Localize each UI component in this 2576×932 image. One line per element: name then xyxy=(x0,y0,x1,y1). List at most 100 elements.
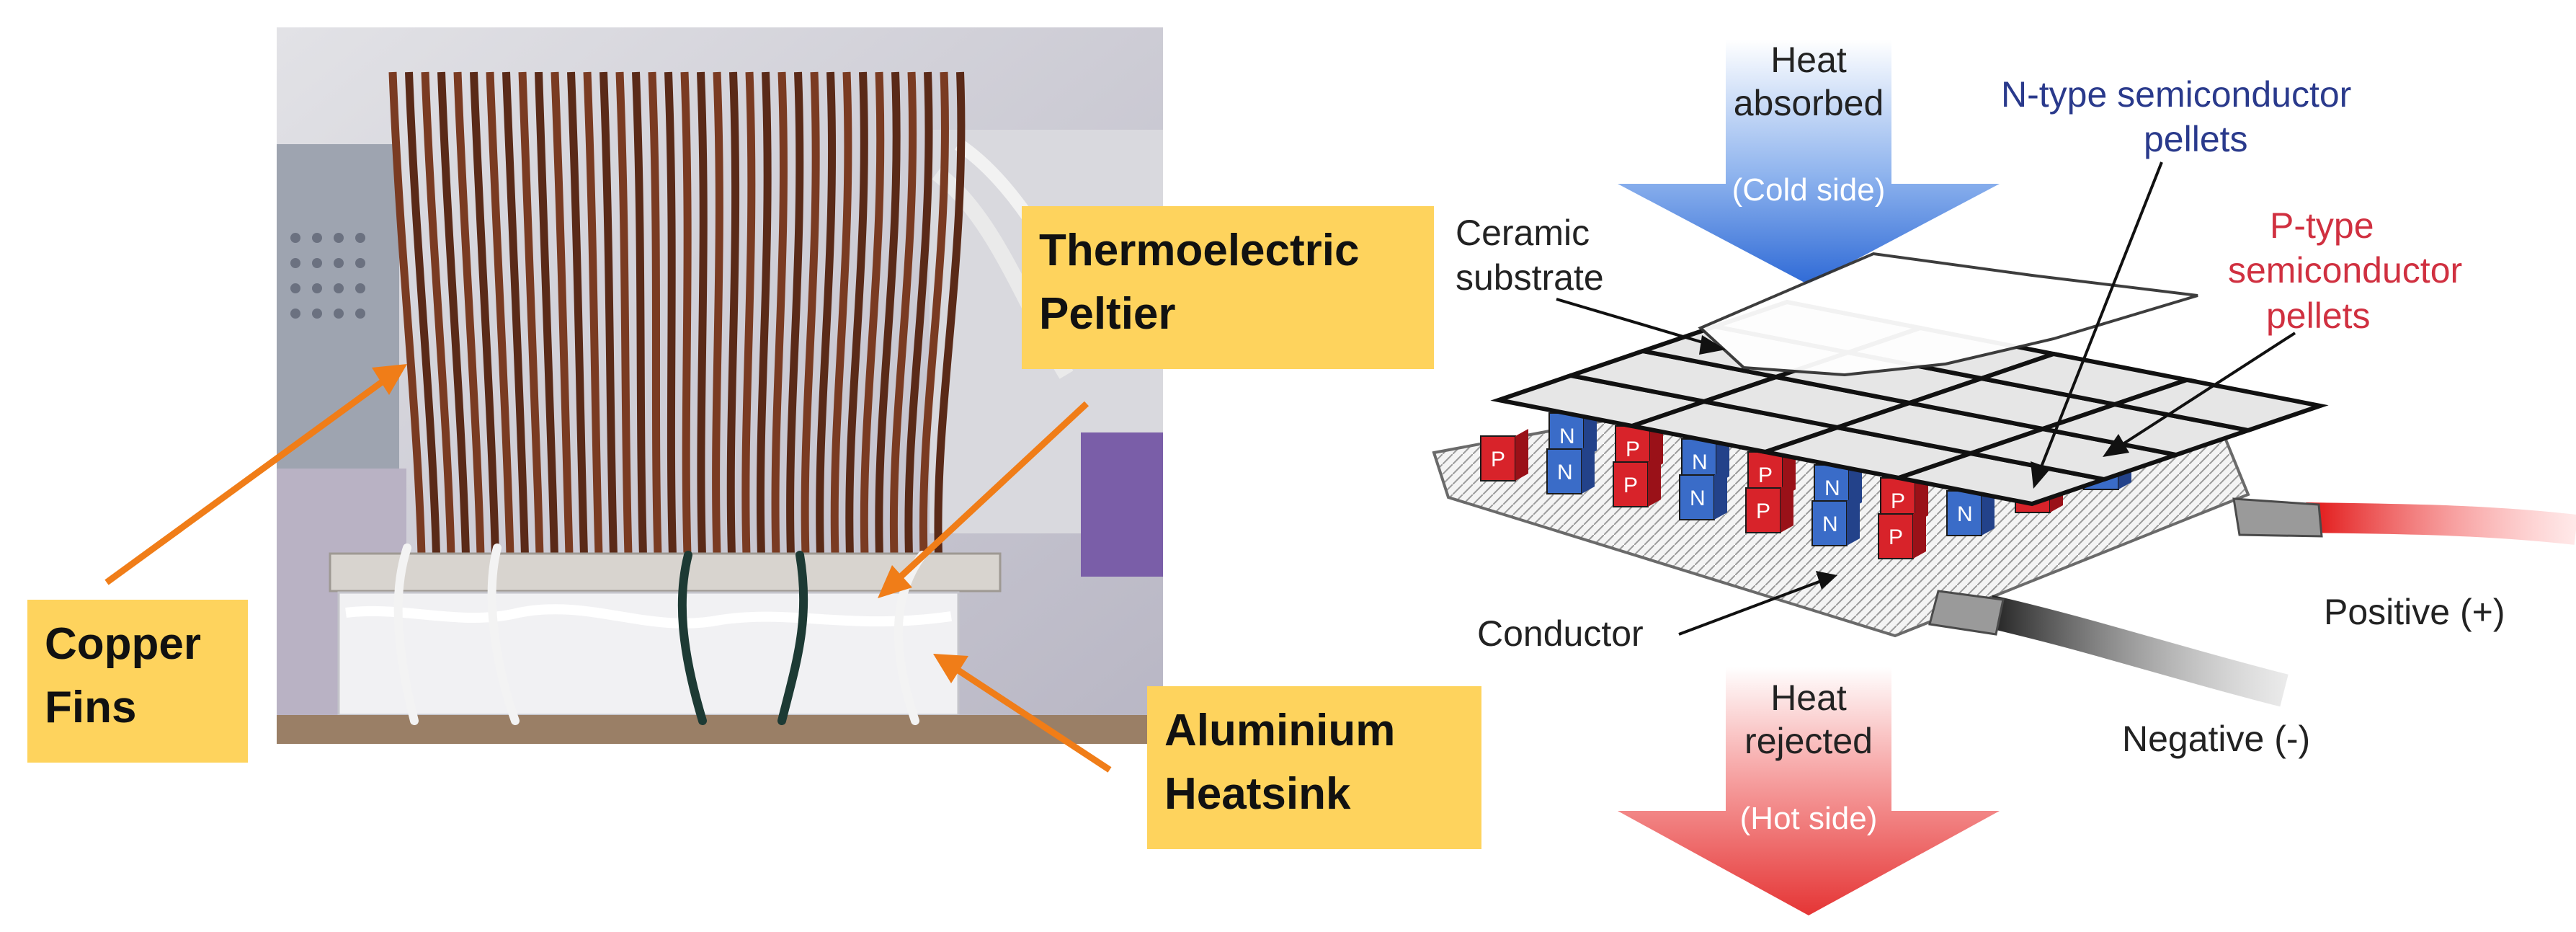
copper-fin xyxy=(741,71,756,556)
pellet-side xyxy=(1714,468,1727,520)
p-type-label: pellets xyxy=(2266,296,2371,336)
copper-fin xyxy=(904,71,933,556)
copper-fin xyxy=(486,71,514,556)
photo-vent-holes xyxy=(290,233,365,319)
copper-fin xyxy=(405,71,440,556)
copper-fin xyxy=(697,71,708,556)
copper-fins-arrow xyxy=(104,379,384,585)
copper-fin xyxy=(600,71,618,556)
cold-side-label: (Cold side) xyxy=(1732,172,1886,208)
negative-label: Negative (-) xyxy=(2122,719,2310,759)
copper-fin xyxy=(816,71,837,556)
photo-bottom-strip xyxy=(277,715,1163,744)
copper-fin xyxy=(771,71,788,556)
ceramic-substrate xyxy=(1698,252,2198,377)
pellet-side xyxy=(1913,507,1926,559)
positive-wire xyxy=(2305,502,2576,545)
n-type-pellet xyxy=(1546,448,1582,494)
peltier-callout: Thermoelectric Peltier xyxy=(1022,206,1434,369)
copper-fin xyxy=(551,71,574,556)
hot-side-label: (Hot side) xyxy=(1740,801,1878,836)
copper-fin xyxy=(583,71,603,556)
ceramic-substrate-label: Ceramic xyxy=(1456,213,1590,253)
negative-terminal xyxy=(1928,590,2005,636)
copper-fins-label: Fins xyxy=(45,683,137,732)
heatsink-glue xyxy=(345,604,952,629)
copper-fin xyxy=(889,71,917,556)
n-pellet-letter: N xyxy=(1957,502,1973,526)
p-pellet-letter: P xyxy=(1626,438,1640,461)
p-type-pellet xyxy=(1878,513,1914,559)
p-pellet-letter: P xyxy=(1623,474,1638,497)
conductor-tile xyxy=(2106,377,2329,433)
copper-fin xyxy=(502,71,529,556)
copper-fin xyxy=(919,71,949,556)
copper-fin xyxy=(421,71,455,556)
copper-fin xyxy=(726,71,740,556)
diagram-pointers xyxy=(1556,161,2296,636)
copper-fin xyxy=(860,71,885,556)
copper-fin xyxy=(615,71,633,556)
hot-side-arrow: Heat rejected (Hot side) xyxy=(1618,667,2000,915)
pellet-side xyxy=(1847,494,1860,546)
ceramic-substrate-label: substrate xyxy=(1456,257,1604,298)
heat-absorbed-label: Heat xyxy=(1770,40,1847,80)
photo-wires xyxy=(393,543,927,725)
heat-rejected-label: rejected xyxy=(1744,721,1873,761)
copper-fin xyxy=(470,71,499,556)
copper-fin xyxy=(756,71,772,556)
n-pellet-letter: N xyxy=(1557,461,1573,484)
photo-panel xyxy=(277,27,1163,744)
n-pellet-letter: N xyxy=(1692,451,1708,474)
p-type-label: P-type xyxy=(2270,205,2374,246)
copper-fin xyxy=(388,71,426,556)
peltier-label: Peltier xyxy=(1039,289,1176,339)
p-type-pellet xyxy=(1480,435,1516,481)
peltier-label: Thermoelectric xyxy=(1039,226,1360,275)
conductor-label: Conductor xyxy=(1477,613,1644,654)
copper-fin xyxy=(680,71,692,556)
copper-fins-arrowhead xyxy=(372,364,407,395)
positive-terminal xyxy=(2232,497,2323,538)
copper-fin xyxy=(934,71,966,556)
peltier-arrow xyxy=(898,401,1089,580)
copper-fin xyxy=(875,71,901,556)
copper-fin xyxy=(567,71,588,556)
n-type-label: pellets xyxy=(2144,119,2248,159)
copper-fin xyxy=(830,71,852,556)
p-pellet-letter: P xyxy=(1491,448,1505,471)
heatsink-label: Heatsink xyxy=(1164,769,1351,819)
copper-fin xyxy=(453,71,485,556)
p-pellet-letter: P xyxy=(1891,489,1905,513)
p-pellet-letter: P xyxy=(1756,500,1770,523)
p-pellet-letter: P xyxy=(1889,525,1903,549)
peltier-arrowhead xyxy=(878,565,912,598)
n-type-pellet xyxy=(1811,500,1848,546)
copper-fin xyxy=(786,71,804,556)
copper-fin xyxy=(518,71,544,556)
copper-fin xyxy=(535,71,558,556)
heatsink-arrow xyxy=(956,667,1112,773)
p-type-pellet xyxy=(1613,461,1649,507)
copper-fin xyxy=(712,71,723,556)
copper-fins xyxy=(388,71,966,556)
pellet-side xyxy=(1515,429,1528,481)
copper-fins-label: Copper xyxy=(45,619,201,669)
copper-fin xyxy=(664,71,677,556)
pellet-side xyxy=(1781,481,1793,533)
photo-purple-box xyxy=(1081,432,1163,577)
cold-side-arrow: Heat absorbed (Cold side) xyxy=(1618,40,2000,285)
heatsink-arrowhead xyxy=(933,654,968,683)
n-type-label: N-type semiconductor xyxy=(2001,74,2351,115)
heatsink-callout: Aluminium Heatsink xyxy=(1147,686,1481,849)
p-pellet-letter: P xyxy=(1758,463,1773,487)
p-type-pellet xyxy=(1745,487,1781,533)
copper-fin xyxy=(632,71,647,556)
positive-label: Positive (+) xyxy=(2324,592,2505,632)
photo-arrows xyxy=(104,364,1112,773)
diagram-panel: Heat absorbed (Cold side) NPNPNPNPNPNPNP… xyxy=(1398,0,2576,928)
copper-fin xyxy=(801,71,820,556)
n-pellet-letter: N xyxy=(1559,425,1575,448)
